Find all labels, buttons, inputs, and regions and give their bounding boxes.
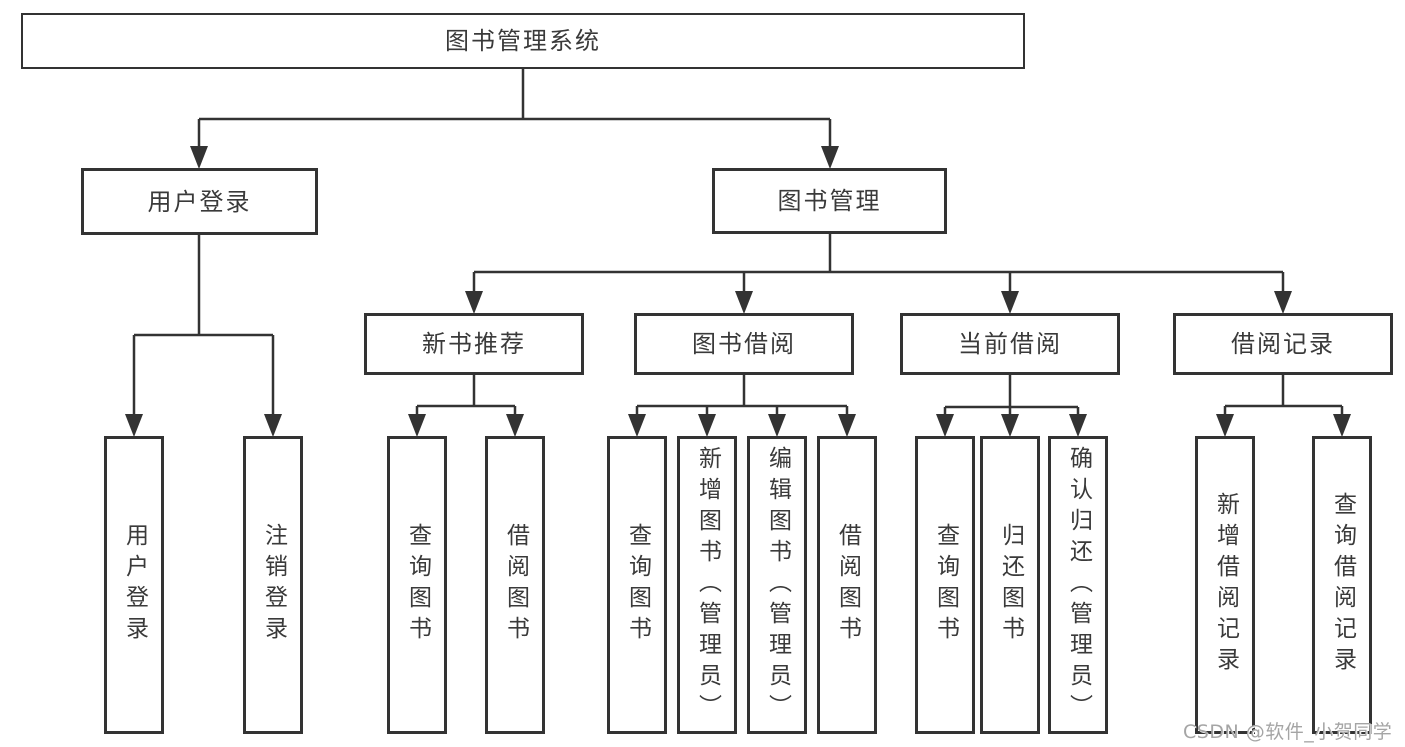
- connector-book-borrow-children: [628, 375, 856, 437]
- arrow-down-icon: [506, 414, 524, 437]
- watermark: CSDN @软件_小贺同学: [1183, 721, 1393, 743]
- arrow-down-icon: [936, 414, 954, 437]
- arrow-down-icon: [628, 414, 646, 437]
- arrow-down-icon: [125, 414, 143, 437]
- node-book-management: 图书管理: [712, 168, 947, 234]
- connector-root-to-level2: [190, 69, 839, 169]
- arrow-down-icon: [698, 414, 716, 437]
- connector-current-borrow-children: [936, 375, 1087, 437]
- node-book-borrow: 图书借阅: [634, 313, 854, 375]
- arrow-down-icon: [1274, 291, 1292, 314]
- arrow-down-icon: [1069, 414, 1087, 437]
- connector-borrow-records-children: [1216, 375, 1351, 437]
- leaf-logout: 注销登录: [243, 436, 303, 734]
- arrow-down-icon: [1001, 291, 1019, 314]
- leaf-current-return-book: 归还图书: [980, 436, 1040, 734]
- connector-book-mgmt-children: [465, 234, 1292, 314]
- arrow-down-icon: [408, 414, 426, 437]
- arrow-down-icon: [264, 414, 282, 437]
- leaf-records-query-record: 查询借阅记录: [1312, 436, 1372, 734]
- leaf-current-confirm-return-admin: 确认归还（管理员）: [1048, 436, 1108, 734]
- arrow-down-icon: [821, 146, 839, 169]
- arrow-down-icon: [1216, 414, 1234, 437]
- node-current-borrow: 当前借阅: [900, 313, 1120, 375]
- leaf-borrow-borrow-book: 借阅图书: [817, 436, 877, 734]
- arrow-down-icon: [838, 414, 856, 437]
- leaf-borrow-add-book-admin: 新增图书（管理员）: [677, 436, 737, 734]
- connector-user-login-children: [125, 235, 282, 437]
- arrow-down-icon: [465, 291, 483, 314]
- node-new-book-recommend: 新书推荐: [364, 313, 584, 375]
- node-user-login: 用户登录: [81, 168, 318, 235]
- leaf-current-query-book: 查询图书: [915, 436, 975, 734]
- leaf-records-add-record: 新增借阅记录: [1195, 436, 1255, 734]
- leaf-user-login: 用户登录: [104, 436, 164, 734]
- arrow-down-icon: [735, 291, 753, 314]
- arrow-down-icon: [1333, 414, 1351, 437]
- leaf-newbooks-borrow-book: 借阅图书: [485, 436, 545, 734]
- node-borrow-records: 借阅记录: [1173, 313, 1393, 375]
- arrow-down-icon: [190, 146, 208, 169]
- arrow-down-icon: [768, 414, 786, 437]
- arrow-down-icon: [1001, 414, 1019, 437]
- connector-new-books-children: [408, 375, 524, 437]
- leaf-newbooks-query-book: 查询图书: [387, 436, 447, 734]
- leaf-borrow-query-book: 查询图书: [607, 436, 667, 734]
- leaf-borrow-edit-book-admin: 编辑图书（管理员）: [747, 436, 807, 734]
- node-root-system: 图书管理系统: [21, 13, 1025, 69]
